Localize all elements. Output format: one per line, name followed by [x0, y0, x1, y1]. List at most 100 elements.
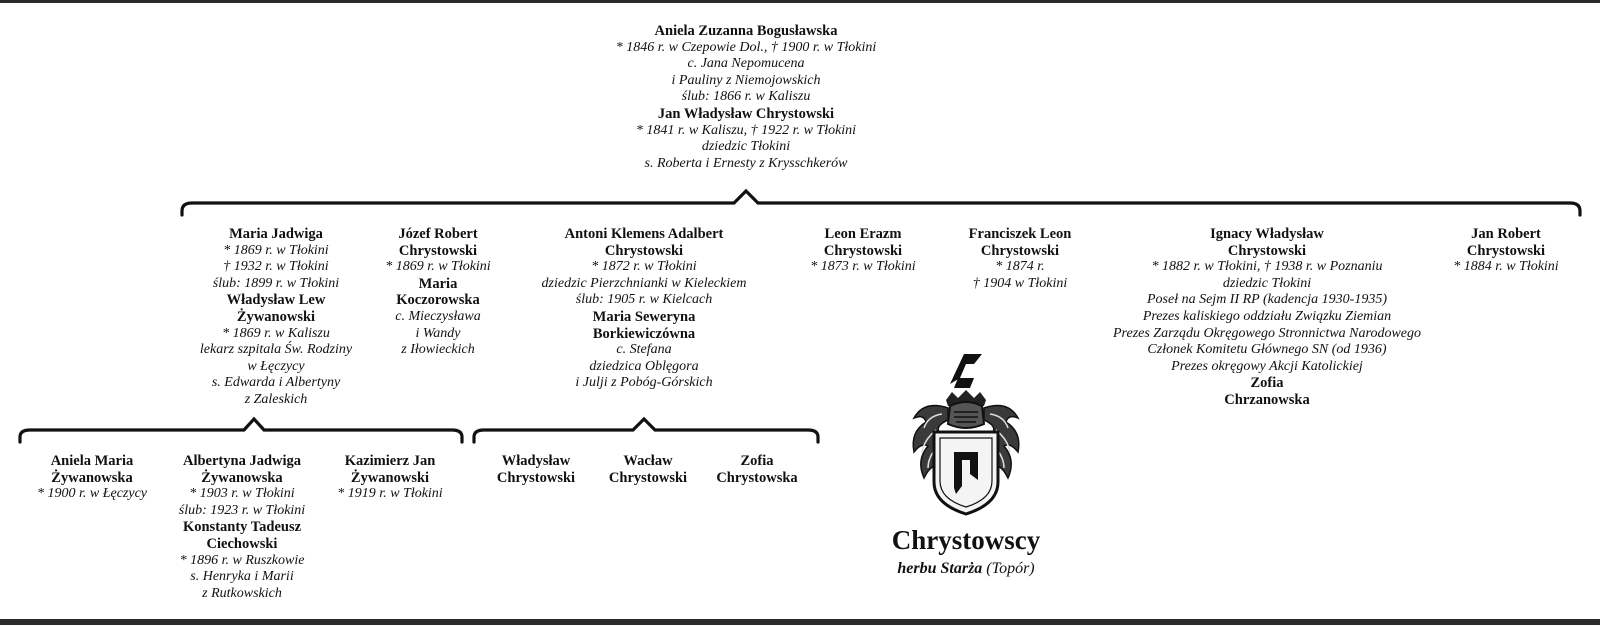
person-name: Maria Seweryna	[592, 308, 696, 325]
person-detail: Prezes kaliskiego oddziału Związku Ziemi…	[1142, 308, 1392, 324]
person-detail: * 1841 r. w Kaliszu, † 1922 r. w Tłokini	[635, 122, 857, 138]
arms-alt-name: (Topór)	[986, 560, 1035, 577]
person-name: Albertyna Jadwiga	[182, 453, 302, 469]
family-name-title: Chrystowscy	[891, 525, 1041, 555]
antoni-children-bracket	[472, 416, 820, 444]
person-name: Zofia	[740, 453, 774, 469]
tree-brackets	[18, 188, 1582, 444]
person-name: Chrystowski	[604, 242, 684, 259]
person-detail: dziedzic Pierzchnianki w Kieleckiem	[541, 275, 747, 291]
person-name: Jan Władysław Chrystowski	[657, 105, 835, 122]
maria-children-bracket	[18, 416, 464, 444]
person-name: Franciszek Leon	[968, 226, 1072, 242]
person-name: Chrystowski	[1466, 242, 1546, 259]
person-detail: * 1884 r. w Tłokini	[1453, 259, 1559, 275]
person-detail: i Pauliny z Niemojowskich	[671, 72, 821, 88]
child-maria-jadwiga: Maria Jadwiga* 1869 r. w Tłokini† 1932 r…	[200, 226, 352, 409]
person-detail: ślub: 1905 r. w Kielcach	[575, 292, 713, 308]
person-name: Żywanowski	[350, 469, 430, 486]
person-name: Koczorowska	[396, 292, 480, 309]
person-detail: * 1903 r. w Tłokini	[189, 486, 295, 502]
person-detail: * 1882 r. w Tłokini, † 1938 r. w Poznani…	[1151, 259, 1383, 275]
person-detail: s. Henryka i Marii	[190, 569, 294, 585]
person-detail: * 1846 r. w Czepowie Dol., † 1900 r. w T…	[615, 39, 877, 55]
person-name: Antoni Klemens Adalbert	[564, 226, 724, 242]
person-name: Chrystowski	[1227, 242, 1307, 259]
person-detail: c. Jana Nepomucena	[687, 56, 805, 72]
person-name: Chrystowski	[608, 469, 688, 486]
person-name: Władysław Lew	[226, 292, 326, 309]
person-detail: dziedzica Oblęgora	[589, 358, 699, 374]
person-detail: z Iłowieckich	[401, 342, 475, 358]
family-tree: Aniela Zuzanna Bogusławska* 1846 r. w Cz…	[0, 3, 1600, 619]
person-name: Józef Robert	[398, 226, 478, 242]
person-detail: z Rutkowskich	[202, 585, 282, 601]
person-detail: ślub: 1923 r. w Tłokini	[178, 502, 306, 518]
person-detail: c. Mieczysława	[395, 308, 481, 324]
person-detail: dziedzic Tłokini	[701, 139, 791, 155]
person-detail: * 1896 r. w Ruszkowie	[179, 552, 305, 568]
person-detail: i Julji z Pobóg-Górskich	[575, 375, 713, 391]
person-detail: w Łęczycy	[247, 358, 305, 374]
person-detail: s. Roberta i Ernesty z Krysschkerów	[644, 155, 848, 171]
person-name: Borkiewiczówna	[592, 325, 696, 342]
person-name: Leon Erazm	[824, 226, 902, 242]
person-detail: * 1873 r. w Tłokini	[810, 259, 916, 275]
person-name: Zofia	[1250, 375, 1284, 392]
person-name: Ciechowski	[206, 535, 278, 552]
person-detail: Prezes okręgowy Akcji Katolickiej	[1171, 358, 1363, 374]
top-bracket	[180, 188, 1582, 217]
person-detail: * 1919 r. w Tłokini	[337, 486, 443, 502]
person-name: Wacław	[623, 453, 673, 469]
person-detail: * 1869 r. w Kaliszu	[222, 325, 330, 341]
person-name: Chrystowski	[398, 242, 478, 259]
coat-of-arms-crest	[912, 354, 1020, 516]
person-detail: * 1872 r. w Tłokini	[591, 259, 697, 275]
person-name: Maria	[418, 275, 458, 292]
person-name: Ignacy Władysław	[1210, 226, 1324, 242]
person-detail: Członek Komitetu Głównego SN (od 1936)	[1147, 342, 1387, 358]
person-detail: z Zaleskich	[244, 391, 308, 407]
person-name: Żywanowska	[51, 469, 133, 486]
person-name: Żywanowska	[201, 469, 283, 486]
person-detail: s. Edwarda i Albertyny	[211, 375, 341, 391]
arms-name: herbu Starża	[897, 560, 983, 577]
person-name: Kazimierz Jan	[344, 453, 436, 469]
person-name: Chrystowski	[980, 242, 1060, 259]
person-detail: * 1874 r.	[995, 259, 1045, 275]
person-detail: * 1869 r. w Tłokini	[385, 259, 491, 275]
person-name: Aniela Zuzanna Bogusławska	[654, 23, 838, 39]
person-detail: Prezes Zarządu Okręgowego Stronnictwa Na…	[1113, 325, 1421, 341]
person-name: Konstanty Tadeusz	[182, 519, 302, 536]
person-name: Chrystowska	[716, 469, 798, 486]
person-detail: ślub: 1899 r. w Tłokini	[212, 275, 340, 291]
person-detail: i Wandy	[415, 325, 461, 341]
person-detail: Poseł na Sejm II RP (kadencja 1930-1935)	[1146, 292, 1387, 308]
root-couple: Aniela Zuzanna Bogusławska* 1846 r. w Cz…	[616, 23, 877, 172]
person-name: Maria Jadwiga	[229, 226, 323, 242]
person-detail: dziedzic Tłokini	[1222, 275, 1312, 291]
person-detail: † 1932 r. w Tłokini	[223, 259, 329, 275]
person-name: Chrystowski	[823, 242, 903, 259]
person-detail: † 1904 w Tłokini	[972, 275, 1068, 291]
person-detail: * 1869 r. w Tłokini	[223, 242, 329, 258]
person-name: Żywanowski	[236, 308, 316, 325]
person-name: Chrystowski	[496, 469, 576, 486]
person-detail: * 1900 r. w Łęczycy	[36, 486, 148, 502]
coat-of-arms-caption: herbu Starża (Topór)	[897, 560, 1034, 578]
person-detail: ślub: 1866 r. w Kaliszu	[681, 89, 811, 105]
person-detail: lekarz szpitala Św. Rodziny	[199, 342, 353, 358]
person-detail: c. Stefana	[616, 342, 672, 358]
person-name: Aniela Maria	[50, 453, 134, 469]
